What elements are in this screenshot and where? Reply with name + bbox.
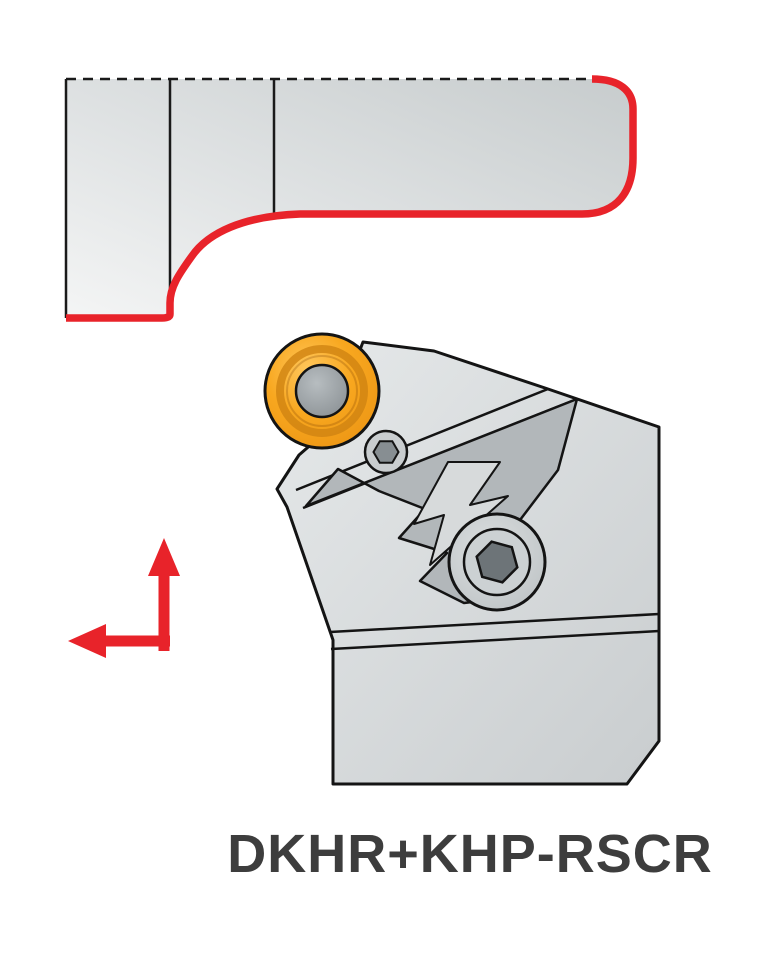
left-arrow-head (68, 624, 106, 658)
insert-chip-groove (276, 345, 368, 437)
insert-screw-hex-socket (372, 440, 400, 464)
tool-designation-caption: DKHR+KHP-RSCR (227, 824, 713, 884)
shank-seam-line-upper (329, 612, 660, 634)
feed-direction-arrows (68, 538, 180, 658)
workpiece-profile (64, 75, 637, 322)
shank-seam-line-lower (330, 629, 660, 651)
cutting-path (66, 75, 637, 322)
insert-screw (363, 429, 409, 475)
workpiece-body (66, 79, 633, 318)
round-insert (263, 332, 381, 450)
clamp-screw-hex-socket (475, 540, 519, 584)
up-arrow-head (148, 538, 180, 576)
tool-holder (263, 332, 661, 786)
insert-center-hole (294, 363, 350, 419)
clamp-screw (447, 512, 547, 612)
insert-groove-edge (286, 355, 358, 427)
